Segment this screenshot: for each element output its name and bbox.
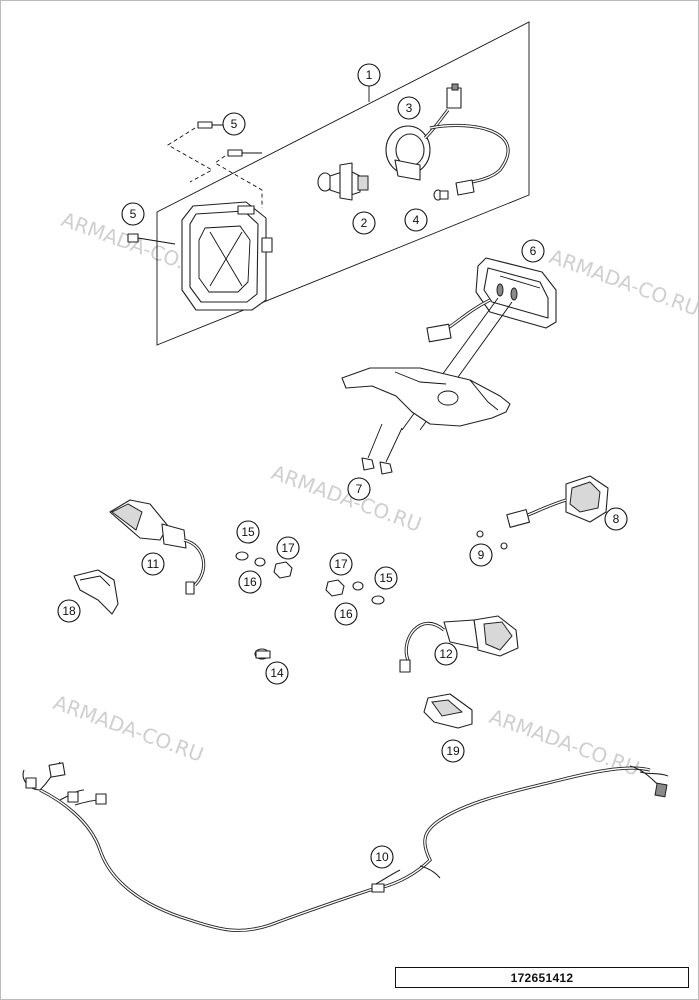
callout-18: 18 [57, 599, 81, 623]
svg-text:17: 17 [281, 541, 295, 555]
svg-text:2: 2 [361, 216, 368, 230]
turn-signal-lens-right [423, 693, 473, 729]
turn-signal-lens-left [73, 569, 119, 615]
svg-text:17: 17 [334, 557, 348, 571]
callout-11: 11 [141, 552, 165, 576]
bolt-14 [254, 648, 271, 660]
turn-signal-fasteners-left [235, 551, 293, 579]
svg-text:14: 14 [270, 666, 284, 680]
svg-text:16: 16 [339, 607, 353, 621]
svg-text:15: 15 [241, 525, 255, 539]
license-plate-light-screws [476, 530, 508, 550]
turn-signal-rear-right [399, 615, 519, 673]
svg-text:7: 7 [356, 482, 363, 496]
callout-1: 1 [357, 63, 381, 87]
callout-4: 4 [404, 208, 428, 232]
svg-text:1: 1 [366, 68, 373, 82]
turn-signal-front-left [109, 499, 206, 595]
callout-14: 14 [265, 661, 289, 685]
turn-signal-fasteners-right [325, 579, 385, 605]
svg-text:9: 9 [478, 548, 485, 562]
svg-text:3: 3 [406, 101, 413, 115]
callout-9: 9 [469, 543, 493, 567]
callout-10: 10 [370, 845, 394, 869]
callout-17-right: 17 [329, 552, 353, 576]
headlight-bulb [317, 162, 369, 201]
headlight-assembly-frame [156, 21, 530, 346]
svg-text:15: 15 [379, 571, 393, 585]
watermark: ARMADA-CO.RU [546, 244, 699, 321]
callout-12: 12 [434, 642, 458, 666]
svg-text:19: 19 [446, 744, 460, 758]
callouts: 1 2 3 4 5 5 6 7 8 9 10 11 12 14 15 15 16… [57, 63, 628, 869]
callout-5-top: 5 [222, 112, 246, 136]
watermark: ARMADA-CO.RU [50, 690, 207, 767]
license-plate-light [506, 475, 609, 528]
headlight-screws [127, 121, 263, 245]
svg-text:11: 11 [147, 557, 160, 571]
drawing-number-box: 172651412 [395, 967, 689, 988]
callout-6: 6 [521, 239, 545, 263]
callout-5-left: 5 [121, 202, 145, 226]
callout-17-left: 17 [276, 536, 300, 560]
svg-text:5: 5 [231, 117, 238, 131]
svg-text:18: 18 [62, 604, 76, 618]
callout-15-left: 15 [236, 520, 260, 544]
callout-8: 8 [604, 507, 628, 531]
headlight-housing [181, 201, 273, 311]
svg-text:8: 8 [613, 512, 620, 526]
parking-bulb [433, 179, 475, 201]
callout-16-left: 16 [238, 570, 262, 594]
callout-2: 2 [352, 211, 376, 235]
callout-19: 19 [441, 739, 465, 763]
svg-text:4: 4 [413, 213, 420, 227]
watermark: ARMADA-CO.RU [268, 460, 425, 537]
svg-text:12: 12 [439, 647, 453, 661]
wiring-harness [22, 761, 669, 933]
drawing-number: 172651412 [510, 970, 574, 985]
bulb-socket [385, 83, 510, 186]
callout-15-right: 15 [374, 566, 398, 590]
svg-text:6: 6 [530, 244, 537, 258]
callout-16-right: 16 [334, 602, 358, 626]
svg-text:5: 5 [130, 207, 137, 221]
svg-text:16: 16 [243, 575, 257, 589]
svg-text:10: 10 [375, 850, 389, 864]
license-plate-bracket [341, 367, 511, 427]
tail-light-screws [361, 423, 403, 475]
callout-7: 7 [347, 477, 371, 501]
callout-3: 3 [397, 96, 421, 120]
tail-light [401, 257, 557, 431]
